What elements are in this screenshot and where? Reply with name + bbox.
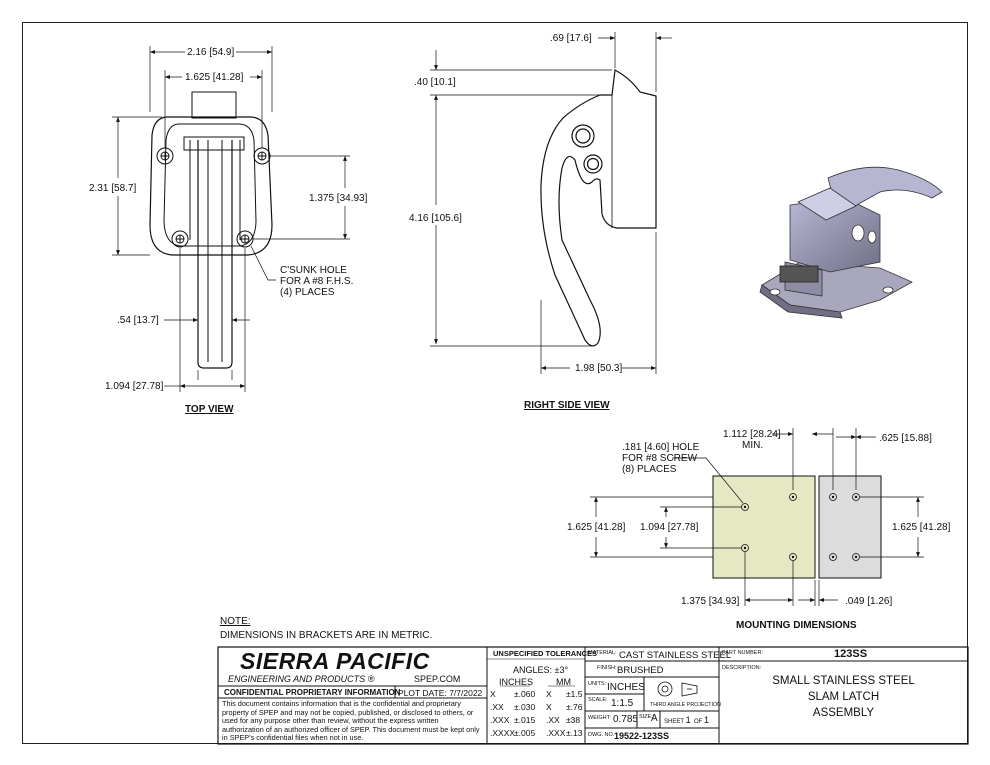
side-view-dimension-text: .69 [17.6] .40 [10.1] 4.16 [105.6] 1.98 … (409, 33, 623, 411)
mounting-hole-note-line1: .181 [4.60] HOLE (622, 442, 700, 453)
callout-line1: C'SUNK HOLE (280, 265, 347, 276)
dim-hole-spacing-top: 1.625 [41.28] (185, 72, 244, 83)
tolerance-cell: ±38 (566, 715, 581, 725)
tolerance-cell: .XXX (490, 715, 510, 725)
top-view-title: TOP VIEW (185, 404, 234, 415)
top-view-base-inner (163, 123, 257, 247)
top-view-handle (197, 140, 233, 369)
dim-bottom-spacing: 1.375 [34.93] (681, 596, 740, 607)
tolerance-cell: .XXX (546, 728, 566, 738)
right-side-view (430, 32, 672, 374)
tolerance-cell: ±.015 (514, 715, 536, 725)
tolerances-mm-label: MM (556, 677, 571, 687)
tolerance-cell: ±.76 (566, 702, 583, 712)
dim-min-label: MIN. (742, 440, 763, 451)
tolerance-cell: .XX (546, 715, 560, 725)
mounting-title: MOUNTING DIMENSIONS (736, 620, 857, 631)
tolerance-cell: ±.13 (566, 728, 583, 738)
confidential-label: CONFIDENTIAL PROPRIETARY INFORMATION (224, 688, 401, 697)
size-value: A (651, 713, 658, 724)
weight-label: WEIGHT: (588, 715, 611, 721)
mounting-hole-note-line2: FOR #8 SCREW (622, 453, 698, 464)
size-label: SIZE: (639, 714, 653, 720)
tolerances-header: UNSPECIFIED TOLERANCES (493, 649, 598, 658)
mounting-left-plate (712, 475, 816, 579)
part-number-value: 123SS (834, 648, 868, 660)
side-view-hole-lower (583, 154, 603, 174)
disclaimer: This document contains information that … (222, 699, 480, 743)
dim-lip: .40 [10.1] (414, 77, 456, 88)
company-website: SPEP.COM (414, 674, 461, 684)
description-line2: SLAM LATCH (807, 691, 880, 703)
finish-label: FINISH: (597, 665, 617, 671)
top-view-holes (156, 147, 271, 248)
scale-label: SCALE: (588, 697, 608, 703)
dim-right-height: 1.625 [41.28] (892, 522, 951, 533)
tolerances-inches-label: INCHES (499, 677, 534, 687)
note-text: DIMENSIONS IN BRACKETS ARE IN METRIC. (220, 630, 432, 641)
company-name: SIERRA PACIFIC (240, 648, 430, 674)
dim-height: 4.16 [105.6] (409, 213, 462, 224)
units-label: UNITS: (588, 681, 607, 687)
units-value: INCHES (607, 682, 645, 693)
top-view-hinge (183, 136, 245, 151)
tolerance-cell: .XXXX (490, 728, 516, 738)
company-sub: ENGINEERING AND PRODUCTS ® (228, 674, 375, 684)
callout-line2: FOR A #8 F.H.S. (280, 276, 353, 287)
dim-handle-reach: 1.98 [50.3] (575, 363, 623, 374)
tolerance-cell: ±.060 (514, 689, 536, 699)
dim-gap: .049 [1.26] (845, 596, 893, 607)
dim-overall-width: 2.16 [54.9] (187, 47, 235, 58)
side-view-body (540, 69, 657, 347)
mounting-holes (741, 493, 860, 561)
top-view-tab (191, 91, 237, 119)
tolerances-angles: ANGLES: ±3° (513, 665, 569, 675)
material-label: MATERIAL: (588, 650, 617, 656)
right-side-view-title: RIGHT SIDE VIEW (524, 400, 610, 411)
dim-right-offset: .625 [15.88] (879, 433, 932, 444)
top-view (112, 46, 350, 392)
title-block-grid (217, 646, 969, 745)
dim-inner-height: 1.094 [27.78] (640, 522, 699, 533)
tolerance-cell: X (490, 689, 496, 699)
mounting-view: .181 [4.60] HOLE FOR #8 SCREW (8) PLACES… (567, 428, 951, 631)
dim-overall-height: 2.31 [58.7] (89, 183, 137, 194)
tolerance-cell: X (546, 689, 552, 699)
description-line1: SMALL STAINLESS STEEL (772, 675, 915, 687)
dwg-no-label: DWG. NO. (588, 732, 615, 738)
dim-lower-hole-spacing: 1.094 [27.78] (105, 381, 164, 392)
weight-value: 0.785 (613, 714, 639, 725)
plot-date: PLOT DATE: 7/7/2022 (398, 688, 483, 698)
tolerance-cell: X (546, 702, 552, 712)
mounting-right-plate (818, 475, 882, 579)
tolerance-cell: ±.030 (514, 702, 536, 712)
sheet-info: SHEET 1 OF 1 (664, 715, 709, 725)
finish-value: BRUSHED (617, 665, 664, 676)
dwg-no-value: 19522-123SS (614, 731, 670, 741)
tolerance-cell: .XX (490, 702, 504, 712)
description-line3: ASSEMBLY (812, 707, 875, 719)
note-title: NOTE: (220, 616, 251, 627)
projection-symbol-icon (657, 681, 698, 697)
tolerance-cell: ±.005 (514, 728, 536, 738)
isometric-render (759, 166, 943, 319)
part-number-label: PART NUMBER: (722, 650, 763, 656)
dim-top-depth: .69 [17.6] (550, 33, 592, 44)
dim-hole-spacing-vert: 1.375 [34.93] (309, 193, 368, 204)
material-value: CAST STAINLESS STEEL (619, 650, 732, 661)
dim-left-height: 1.625 [41.28] (567, 522, 626, 533)
top-view-base-outline (149, 116, 273, 256)
dim-min-spacing: 1.112 [28.24] (723, 429, 781, 440)
scale-value: 1:1.5 (611, 698, 634, 709)
description-label: DESCRIPTION: (722, 665, 762, 671)
projection-label: THIRD ANGLE PROJECTION (650, 702, 721, 708)
side-view-hole-upper (571, 124, 595, 148)
callout-line3: (4) PLACES (280, 287, 335, 298)
top-view-dimension-text: 2.16 [54.9] 1.625 [41.28] 2.31 [58.7] 1.… (89, 47, 368, 415)
dim-handle-width: .54 [13.7] (117, 315, 159, 326)
mounting-hole-note-line3: (8) PLACES (622, 464, 677, 475)
tolerance-cell: ±1.5 (566, 689, 583, 699)
